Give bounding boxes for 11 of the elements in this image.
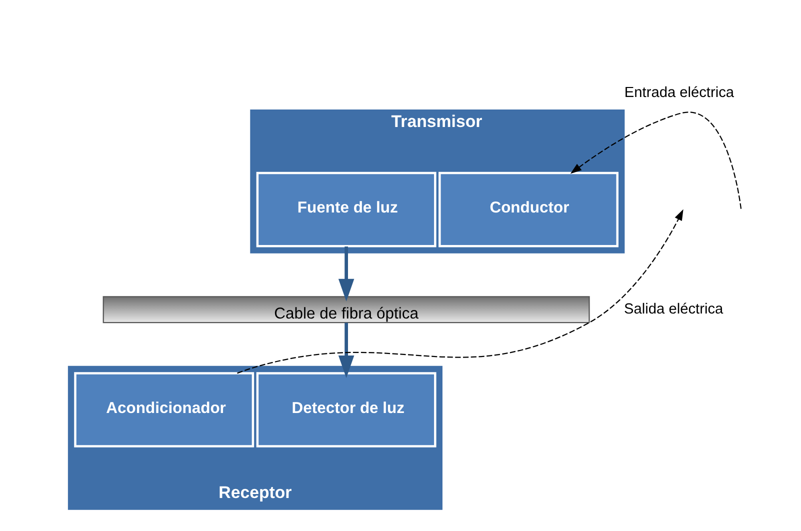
arrow bbox=[338, 246, 354, 302]
node-box: Cable de fibra óptica bbox=[102, 296, 590, 324]
node-box: Conductor bbox=[438, 172, 618, 248]
arrow bbox=[237, 209, 684, 374]
node-box: Fuente de luz bbox=[256, 172, 436, 248]
arrow bbox=[338, 322, 354, 378]
node-box: Detector de luz bbox=[256, 372, 436, 448]
arrow bbox=[570, 112, 742, 209]
node-box: Acondicionador bbox=[74, 372, 254, 448]
edge-label: Entrada eléctrica bbox=[624, 84, 734, 101]
edge-label: Salida eléctrica bbox=[624, 301, 724, 318]
